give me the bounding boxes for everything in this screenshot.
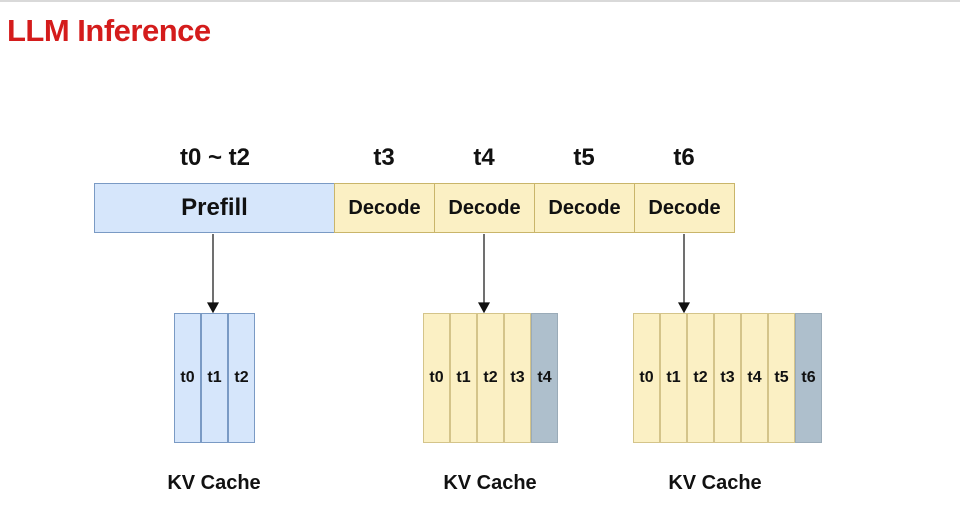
kv-cache-t4: t0 t1 t2 t3 t4 (423, 313, 558, 443)
kv-cell: t1 (660, 313, 687, 443)
kv-cell: t3 (714, 313, 741, 443)
kv-cell: t2 (477, 313, 504, 443)
kv-cell: t2 (687, 313, 714, 443)
top-divider (0, 0, 960, 2)
decode-block-t6: Decode (634, 183, 735, 233)
decode-block-t3: Decode (334, 183, 435, 233)
prefill-block: Prefill (94, 183, 335, 233)
kv-cache-label: KV Cache (443, 472, 537, 494)
time-label-t0-t2: t0 ~ t2 (179, 144, 251, 171)
kv-cell: t0 (174, 313, 201, 443)
kv-cell: t1 (450, 313, 477, 443)
time-label-t6: t6 (673, 144, 695, 171)
kv-cell: t5 (768, 313, 795, 443)
arrow-head-t4 (477, 302, 491, 314)
decode-block-t5: Decode (534, 183, 635, 233)
kv-cell: t3 (504, 313, 531, 443)
time-label-t4: t4 (473, 144, 495, 171)
arrow-head-t6 (677, 302, 691, 314)
kv-cell: t2 (228, 313, 255, 443)
kv-cell: t1 (201, 313, 228, 443)
time-label-t5: t5 (573, 144, 595, 171)
decode-block-t4: Decode (434, 183, 535, 233)
page-title: LLM Inference (7, 13, 211, 48)
kv-cell-new: t4 (531, 313, 558, 443)
kv-cell: t4 (741, 313, 768, 443)
kv-cache-label: KV Cache (167, 472, 261, 494)
time-label-t3: t3 (373, 144, 395, 171)
kv-cache-prefill: t0 t1 t2 (174, 313, 255, 443)
kv-cell: t0 (423, 313, 450, 443)
kv-cell-new: t6 (795, 313, 822, 443)
kv-cache-t6: t0 t1 t2 t3 t4 t5 t6 (633, 313, 822, 443)
kv-cache-label: KV Cache (668, 472, 762, 494)
kv-cell: t0 (633, 313, 660, 443)
arrow-head-prefill (206, 302, 220, 314)
